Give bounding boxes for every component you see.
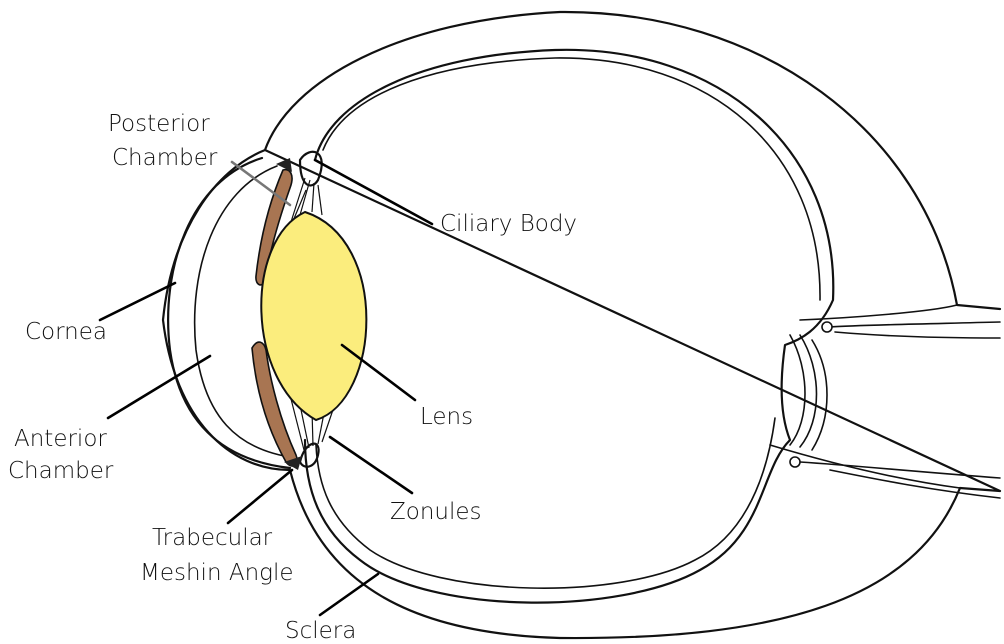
anterior-chamber-leader	[108, 356, 210, 418]
trabecular-leader	[228, 470, 292, 523]
label-ciliary-body: Ciliary Body	[440, 211, 577, 237]
label-anterior-line-2: Chamber	[8, 458, 114, 484]
optic-disc-arc-3	[812, 340, 827, 450]
label-lens: Lens	[420, 404, 473, 430]
optic-disc-arc-1	[790, 335, 805, 445]
inner-wall-outline	[305, 50, 833, 603]
label-trabecular-line-2: Meshin Angle	[140, 560, 294, 586]
optic-nerve-lower-dot	[790, 457, 800, 467]
zonules-leader	[330, 437, 412, 493]
label-trabecular-line-1: Trabecular	[152, 525, 273, 551]
sclera-leader	[320, 574, 378, 615]
optic-nerve-upper-line-3	[835, 332, 1000, 338]
optic-disc-arc-2	[800, 335, 817, 447]
label-cornea: Cornea	[25, 319, 107, 345]
label-posterior-line-1: Posterior	[108, 111, 210, 137]
lens-shape	[261, 212, 366, 420]
label-anterior-line-1: Anterior	[14, 426, 107, 452]
label-zonules: Zonules	[390, 499, 482, 525]
optic-nerve-upper-dot	[822, 322, 832, 332]
optic-nerve-lower-line-3	[830, 470, 1000, 498]
label-posterior-line-2: Chamber	[112, 145, 218, 171]
label-sclera: Sclera	[285, 618, 356, 644]
ciliary-body-leader	[315, 160, 432, 224]
optic-nerve-upper-line-2	[830, 322, 1000, 327]
